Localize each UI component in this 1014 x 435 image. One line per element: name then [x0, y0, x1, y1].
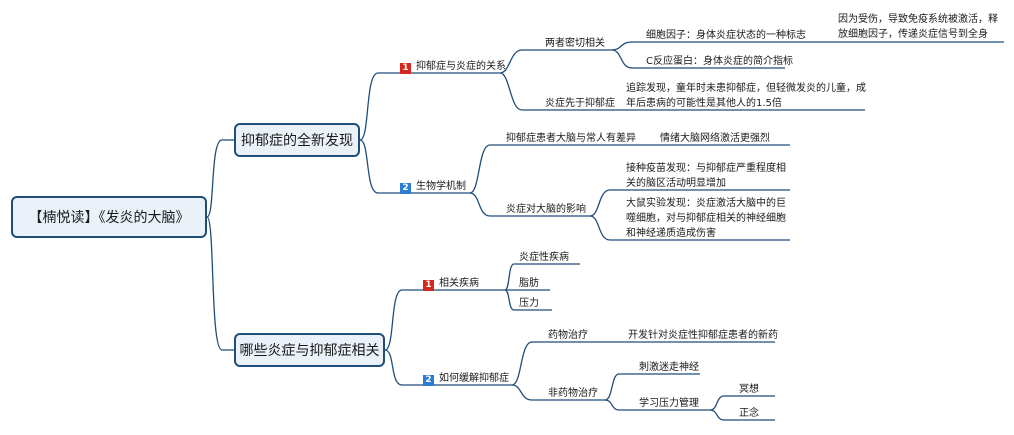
node-brain-difference-detail[interactable]: 情绪大脑网络激活更强烈: [660, 133, 770, 144]
sub-topic-label: 抑郁症与炎症的关系: [416, 61, 506, 72]
priority-1-badge: 1: [423, 280, 434, 291]
node-vaccine-finding[interactable]: 接种疫苗发现：与抑郁症严重程度相关的脑区活动明显增加: [626, 163, 786, 189]
node-mindfulness[interactable]: 正念: [739, 408, 759, 419]
node-cytokine-detail[interactable]: 因为受伤，导致免疫系统被激活，释放细胞因子，传递炎症信号到全身: [838, 14, 998, 40]
branch-new-findings[interactable]: 抑郁症的全新发现: [234, 123, 360, 157]
node-inflammation-first-detail[interactable]: 追踪发现，童年时未患抑郁症，但轻微发炎的儿童，成年后患病的可能性是其他人的1.5…: [626, 83, 866, 109]
node-disease-1[interactable]: 脂肪: [519, 278, 539, 289]
node-stress-management[interactable]: 学习压力管理: [639, 398, 699, 409]
sub-topic-label: 如何缓解抑郁症: [439, 373, 509, 384]
sub-topic-relief[interactable]: 2 如何缓解抑郁症: [423, 371, 509, 386]
node-drug-treatment-detail[interactable]: 开发针对炎症性抑郁症患者的新药: [628, 330, 778, 341]
sub-topic-label: 相关疾病: [439, 278, 479, 289]
node-inflammation-effect[interactable]: 炎症对大脑的影响: [506, 204, 586, 215]
sub-topic-relationship[interactable]: 1 抑郁症与炎症的关系: [400, 59, 506, 74]
priority-1-badge: 1: [400, 63, 411, 74]
node-meditation[interactable]: 冥想: [739, 384, 759, 395]
node-closely-related[interactable]: 两者密切相关: [545, 38, 605, 49]
root-topic[interactable]: 【楠悦读】《发炎的大脑》: [11, 196, 207, 238]
node-crp[interactable]: C反应蛋白：身体炎症的简介指标: [646, 56, 793, 67]
node-non-drug-treatment[interactable]: 非药物治疗: [548, 388, 598, 399]
node-cytokine[interactable]: 细胞因子：身体炎症状态的一种标志: [646, 30, 806, 41]
sub-topic-related-diseases[interactable]: 1 相关疾病: [423, 276, 479, 291]
node-mouse-finding[interactable]: 大鼠实验发现：炎症激活大脑中的巨噬细胞，对与抑郁症相关的神经细胞和神经递质造成伤…: [626, 198, 786, 239]
node-disease-2[interactable]: 压力: [519, 298, 539, 309]
node-disease-0[interactable]: 炎症性疾病: [519, 252, 569, 263]
sub-topic-label: 生物学机制: [416, 181, 466, 192]
sub-topic-mechanism[interactable]: 2 生物学机制: [400, 179, 466, 194]
node-inflammation-first[interactable]: 炎症先于抑郁症: [545, 98, 615, 109]
node-brain-difference[interactable]: 抑郁症患者大脑与常人有差异: [506, 133, 636, 144]
priority-2-badge: 2: [423, 375, 434, 386]
node-drug-treatment[interactable]: 药物治疗: [548, 330, 588, 341]
node-vagus-stimulation[interactable]: 刺激迷走神经: [639, 362, 699, 373]
branch-related-inflammation[interactable]: 哪些炎症与抑郁症相关: [234, 333, 385, 367]
priority-2-badge: 2: [400, 183, 411, 194]
